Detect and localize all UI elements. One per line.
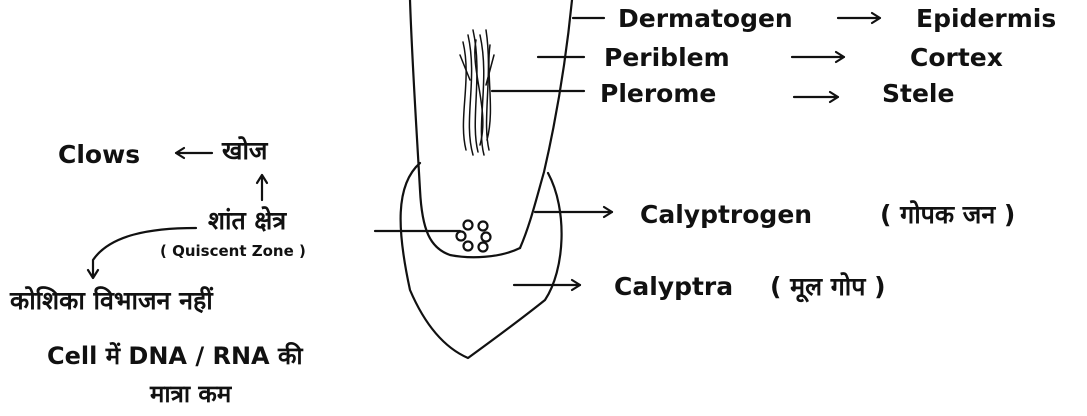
stele-label: Stele bbox=[882, 81, 954, 106]
quiescent-hindi-label: शांत क्षेत्र bbox=[208, 208, 286, 233]
clows-label: Clows bbox=[58, 142, 140, 167]
calyptra-label: Calyptra bbox=[614, 274, 733, 299]
quiescent-english-label: ( Quiscent Zone ) bbox=[160, 244, 306, 259]
dermatogen-label: Dermatogen bbox=[618, 6, 793, 31]
qc-cell bbox=[479, 222, 488, 231]
qc-cell bbox=[482, 233, 491, 242]
calyptrogen-hindi-label: ( गोपक जन ) bbox=[880, 202, 1015, 227]
up-arrow bbox=[257, 175, 267, 200]
qc-cell bbox=[457, 232, 466, 241]
khoj-label: खोज bbox=[222, 138, 267, 163]
no-division-label: कोशिका विभाजन नहीं bbox=[10, 288, 213, 313]
root-right-outline bbox=[520, 0, 572, 248]
qc-cell bbox=[464, 221, 473, 230]
periblem-label: Periblem bbox=[604, 45, 730, 70]
calyptrogen-label: Calyptrogen bbox=[640, 202, 812, 227]
cortex-arrow bbox=[792, 52, 844, 62]
root-left-outline bbox=[410, 0, 520, 257]
epidermis-label: Epidermis bbox=[916, 6, 1056, 31]
dna-rna-line2: मात्रा कम bbox=[150, 382, 231, 406]
cortex-label: Cortex bbox=[910, 45, 1003, 70]
stele-arrow bbox=[794, 92, 838, 102]
calyptra-hindi-label: ( मूल गोप ) bbox=[770, 274, 886, 299]
qc-cell bbox=[479, 243, 488, 252]
clows-arrow bbox=[176, 148, 212, 158]
plerome-label: Plerome bbox=[600, 81, 716, 106]
qc-cell bbox=[464, 242, 473, 251]
epidermis-arrow bbox=[838, 13, 880, 23]
vascular-strands bbox=[460, 30, 494, 155]
dna-rna-line1: Cell में DNA / RNA की bbox=[47, 344, 303, 368]
